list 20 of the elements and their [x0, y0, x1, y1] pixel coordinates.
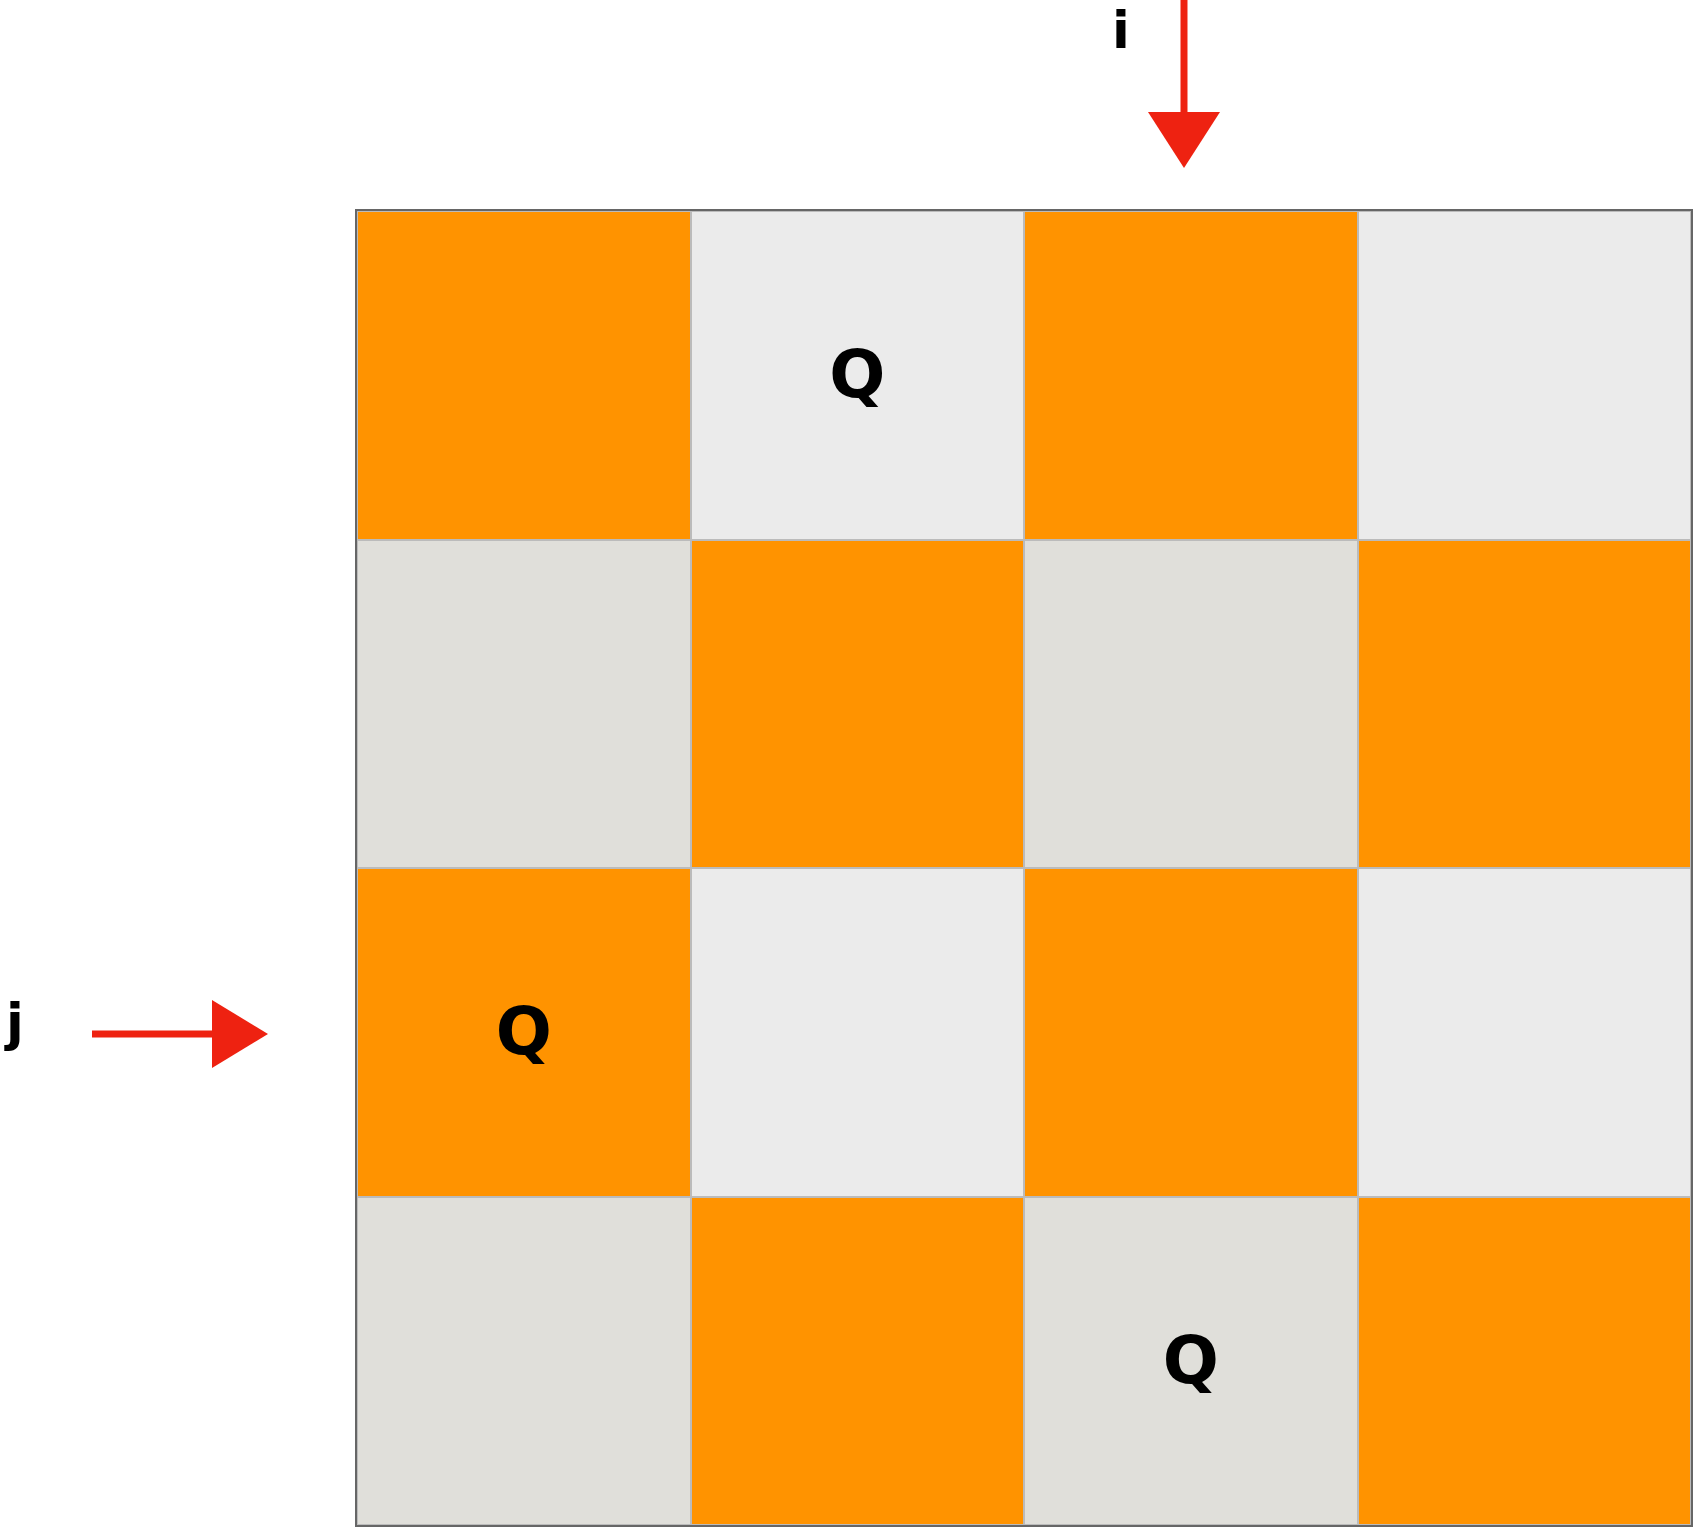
- board-square: [690, 211, 1024, 540]
- axis-label: i: [1112, 4, 1130, 56]
- board-square: [1357, 539, 1691, 868]
- queen-mark: Q: [829, 342, 886, 409]
- board-square: [357, 539, 691, 868]
- board-square: [1357, 868, 1691, 1197]
- board-square: [1024, 868, 1358, 1197]
- board-square: [1357, 211, 1691, 540]
- board-square: [357, 1196, 691, 1525]
- board-square: [1024, 1196, 1358, 1525]
- board-square: [357, 868, 691, 1197]
- board-square: [690, 539, 1024, 868]
- board-square: [690, 868, 1024, 1197]
- board-square: [690, 1196, 1024, 1525]
- queen-mark: Q: [1162, 1327, 1219, 1394]
- board-square: [1357, 1196, 1691, 1525]
- queen-mark: Q: [495, 999, 552, 1066]
- board-square: [357, 211, 691, 540]
- board-square: [1024, 211, 1358, 540]
- board-square: [1024, 539, 1358, 868]
